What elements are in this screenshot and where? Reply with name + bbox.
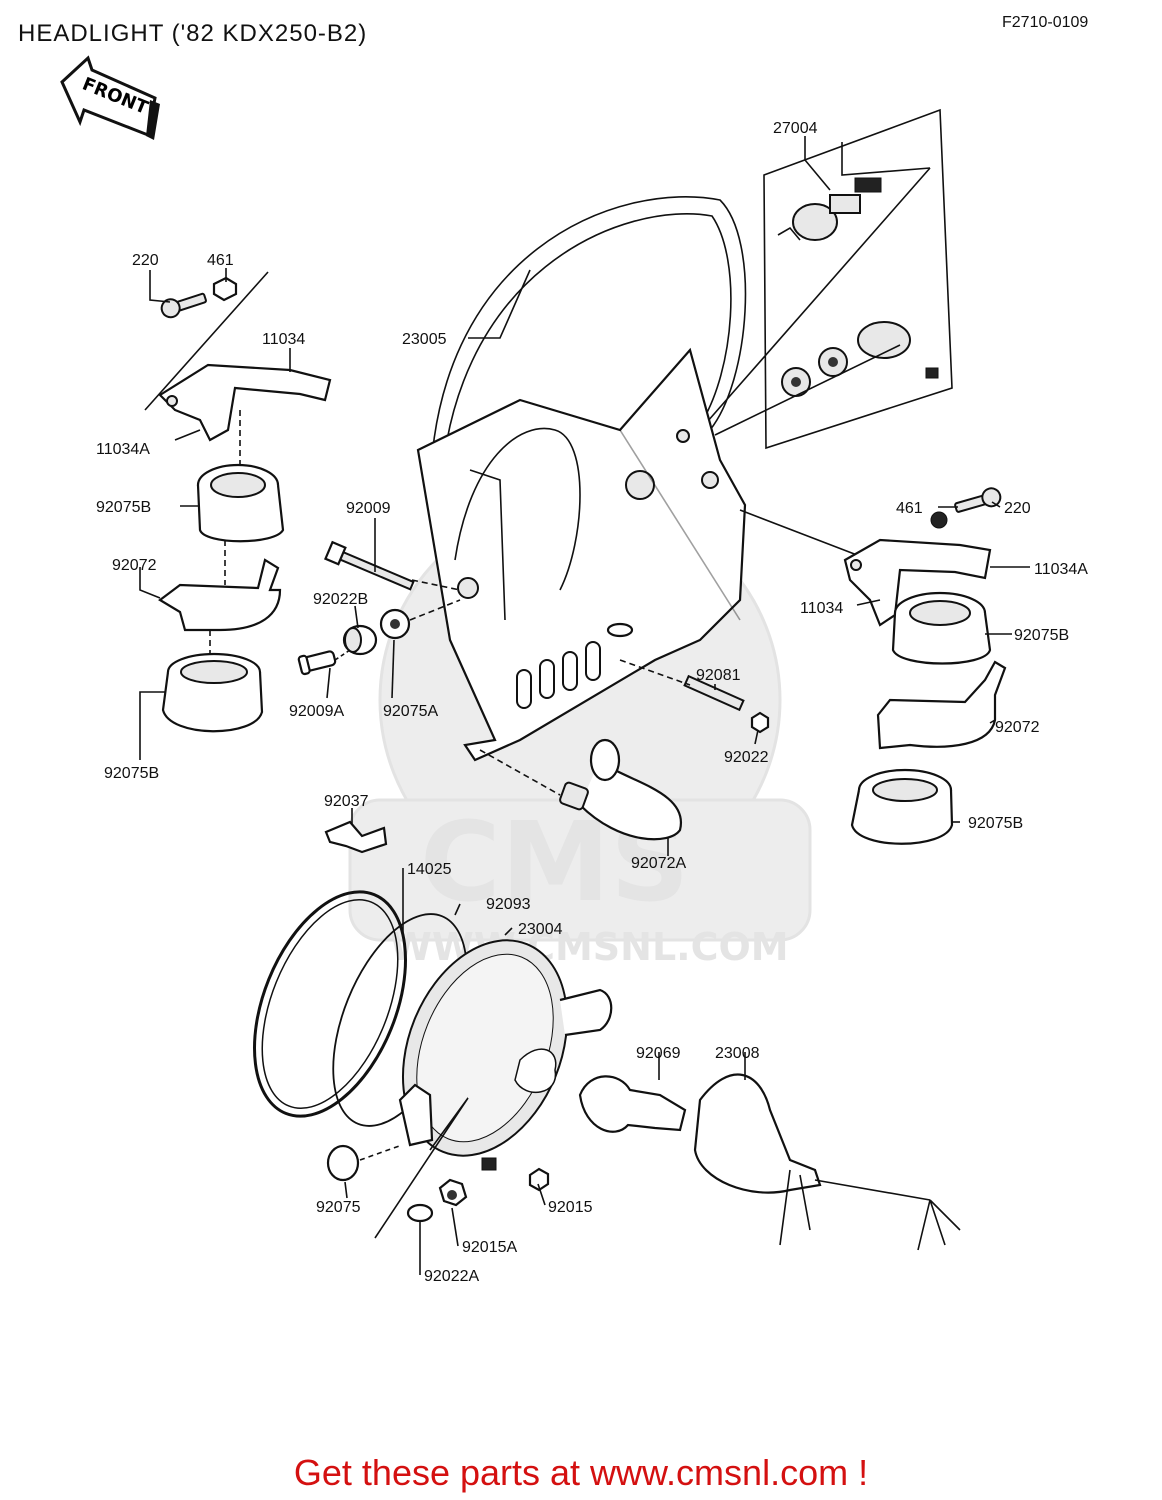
- left-mount-parts: [144, 271, 332, 733]
- diagram-title: HEADLIGHT ('82 KDX250-B2): [18, 20, 368, 47]
- label-220-left: 220: [132, 252, 159, 269]
- label-11034A-left: 11034A: [96, 441, 150, 458]
- label-92069: 92069: [636, 1045, 681, 1062]
- label-92009A: 92009A: [289, 703, 344, 720]
- label-220-right: 220: [1004, 500, 1031, 517]
- label-92072A: 92072A: [631, 855, 686, 872]
- label-92009: 92009: [346, 500, 391, 517]
- right-mount-parts: [619, 487, 1007, 845]
- label-14025: 14025: [407, 861, 452, 878]
- label-92037: 92037: [324, 793, 369, 810]
- label-92075B-left-top: 92075B: [96, 499, 151, 516]
- label-92075: 92075: [316, 1199, 361, 1216]
- label-92022B: 92022B: [313, 591, 368, 608]
- label-92075B-right-top: 92075B: [1014, 627, 1069, 644]
- exploded-parts-diagram: CMS WWW.CMSNL.COM FRONT: [60, 55, 1088, 1285]
- label-27004: 27004: [773, 120, 818, 137]
- label-92075A: 92075A: [383, 703, 438, 720]
- label-11034-left: 11034: [262, 331, 305, 348]
- label-92093: 92093: [486, 896, 531, 913]
- diagram-code: F2710-0109: [1002, 14, 1089, 31]
- watermark-url: WWW.CMSNL.COM: [390, 925, 789, 969]
- label-92072-left: 92072: [112, 557, 157, 574]
- label-11034A-right: 11034A: [1034, 561, 1088, 578]
- label-23004: 23004: [518, 921, 563, 938]
- label-461-left: 461: [207, 252, 234, 269]
- label-92022A: 92022A: [424, 1268, 479, 1285]
- label-92081: 92081: [696, 667, 741, 684]
- label-92015A: 92015A: [462, 1239, 517, 1256]
- label-92075B-left-bottom: 92075B: [104, 765, 159, 782]
- get-parts-link[interactable]: Get these parts at www.cmsnl.com !: [293, 1452, 869, 1493]
- label-23008: 23008: [715, 1045, 760, 1062]
- label-92022: 92022: [724, 749, 769, 766]
- cable-and-clip: [324, 738, 683, 854]
- label-23005: 23005: [402, 331, 447, 348]
- headlight-unit-assembly: [253, 890, 613, 1239]
- bulb-and-socket: [578, 1073, 961, 1251]
- label-461-right: 461: [896, 500, 923, 517]
- label-92015: 92015: [548, 1199, 593, 1216]
- center-fasteners: [297, 540, 461, 676]
- leader-lines: [139, 136, 1030, 1275]
- front-direction-arrow: FRONT: [60, 55, 160, 140]
- label-11034-right: 11034: [800, 600, 843, 617]
- label-92072-right: 92072: [995, 719, 1040, 736]
- part-labels: 220 461 11034 11034A 92075B 92072 92075B…: [96, 120, 1088, 1285]
- headlight-housing: [416, 196, 747, 762]
- label-92075B-right-bottom: 92075B: [968, 815, 1023, 832]
- switch-assembly-box: [699, 108, 953, 450]
